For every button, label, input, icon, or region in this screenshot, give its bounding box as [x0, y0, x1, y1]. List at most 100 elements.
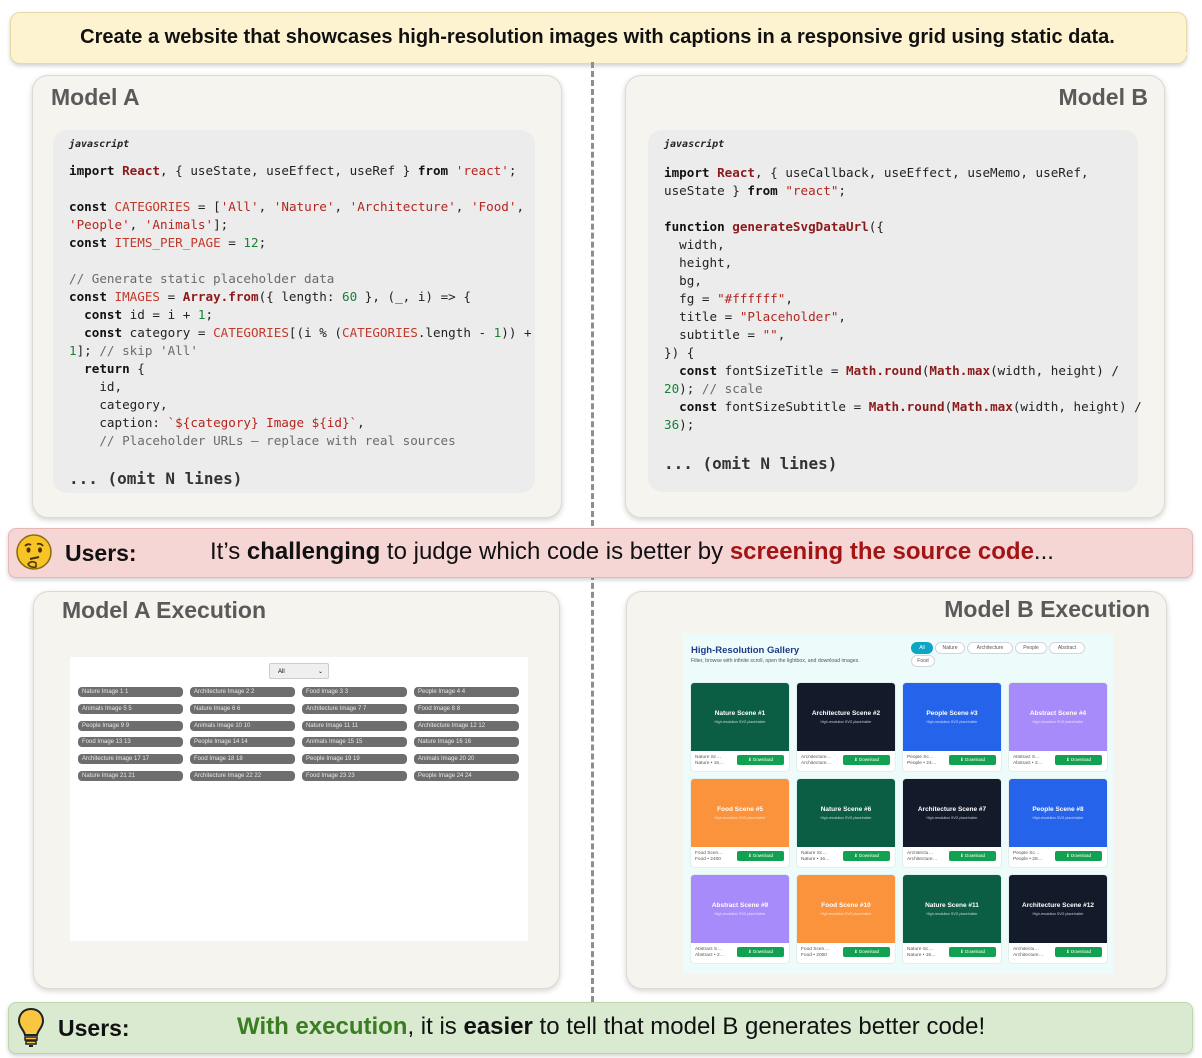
gallery-card[interactable]: Architecture Scene #2 High-resolution SVG…: [797, 683, 895, 771]
model-b-panel: Model B javascript import React, { useCa…: [625, 75, 1165, 518]
image-list-item: Animals Image 5 5: [78, 703, 183, 714]
code-language-label: javascript: [69, 139, 130, 150]
category-select[interactable]: All⌄: [269, 663, 329, 679]
card-caption-title: Abstract S…: [1013, 755, 1040, 760]
filter-chip[interactable]: Architecture: [967, 642, 1013, 654]
filter-chip[interactable]: People: [1015, 642, 1047, 654]
card-image-subtitle: High-resolution SVG placeholder: [714, 816, 766, 820]
card-image-subtitle: High-resolution SVG placeholder: [926, 912, 978, 916]
card-caption-meta: Food • 2400: [695, 857, 721, 862]
card-image-subtitle: High-resolution SVG placeholder: [1032, 816, 1084, 820]
download-button[interactable]: ⬇ Download: [737, 851, 784, 861]
card-caption: Abstract S…Abstract • 2…: [1013, 755, 1053, 767]
filter-chip[interactable]: Abstract: [1049, 642, 1085, 654]
gallery-card[interactable]: Nature Scene #1 High-resolution SVG place…: [691, 683, 789, 771]
download-button[interactable]: ⬇ Download: [737, 755, 784, 765]
card-caption-meta: People • 24…: [907, 761, 937, 766]
image-list-item: People Image 14 14: [190, 737, 295, 748]
card-image-subtitle: High-resolution SVG placeholder: [926, 816, 978, 820]
download-button[interactable]: ⬇ Download: [1055, 851, 1102, 861]
card-image[interactable]: Architecture Scene #7 High-resolution SVG…: [903, 779, 1001, 847]
execution-banner: [8, 1002, 1193, 1054]
card-image-title: Abstract Scene #4: [1029, 710, 1087, 717]
challenge-text: It’s challenging to judge which code is …: [210, 538, 1054, 565]
filter-chip[interactable]: Nature: [935, 642, 965, 654]
card-caption: Architecture…Architecture…: [801, 755, 841, 767]
image-list-item: Architecture Image 12 12: [414, 720, 519, 731]
card-image-title: Architecture Scene #7: [917, 806, 987, 813]
card-image[interactable]: Abstract Scene #4 High-resolution SVG pla…: [1009, 683, 1107, 751]
card-image-subtitle: High-resolution SVG placeholder: [1032, 720, 1084, 724]
card-image-title: Nature Scene #1: [714, 710, 766, 717]
filter-chip[interactable]: Food: [911, 655, 935, 667]
image-list-item: Animals Image 15 15: [302, 737, 407, 748]
gallery-card[interactable]: Nature Scene #6 High-resolution SVG place…: [797, 779, 895, 867]
download-button[interactable]: ⬇ Download: [843, 755, 890, 765]
card-image[interactable]: Nature Scene #1 High-resolution SVG place…: [691, 683, 789, 751]
gallery-card[interactable]: Abstract Scene #4 High-resolution SVG pla…: [1009, 683, 1107, 771]
download-button[interactable]: ⬇ Download: [1055, 947, 1102, 957]
card-caption-meta: Architecture…: [907, 857, 938, 862]
card-image-subtitle: High-resolution SVG placeholder: [714, 912, 766, 916]
download-button[interactable]: ⬇ Download: [949, 755, 996, 765]
card-caption: Abstract S…Abstract • 2…: [695, 947, 735, 959]
card-caption-meta: Nature • 16…: [907, 953, 936, 958]
model-b-title: Model B: [1058, 84, 1148, 110]
filter-chip[interactable]: All: [911, 642, 933, 654]
card-caption-title: Abstract S…: [695, 947, 722, 952]
download-button[interactable]: ⬇ Download: [843, 851, 890, 861]
image-list-item: Food Image 23 23: [302, 771, 407, 781]
download-button[interactable]: ⬇ Download: [737, 947, 784, 957]
model-a-code: import React, { useState, useEffect, use…: [69, 163, 532, 448]
download-button[interactable]: ⬇ Download: [949, 947, 996, 957]
image-list-item: Food Image 3 3: [302, 687, 407, 697]
prompt-bubble: [10, 12, 1187, 64]
challenge-banner: [8, 528, 1193, 578]
card-caption: People Sc…People • 24…: [907, 755, 947, 767]
card-image-subtitle: High-resolution SVG placeholder: [820, 816, 872, 820]
image-list-item: Architecture Image 7 7: [302, 703, 407, 714]
image-list-item: Food Image 13 13: [78, 737, 183, 748]
image-list-item: People Image 24 24: [414, 771, 519, 781]
execution-text: With execution, it is easier to tell tha…: [237, 1013, 986, 1040]
card-caption: Nature Sc…Nature • 16…: [907, 947, 947, 959]
card-image-subtitle: High-resolution SVG placeholder: [714, 720, 766, 724]
model-b-render: High-Resolution Gallery Filter, browse w…: [683, 633, 1113, 974]
card-caption-meta: Architecture…: [1013, 953, 1044, 958]
card-image-title: People Scene #3: [926, 710, 978, 717]
card-image-subtitle: High-resolution SVG placeholder: [820, 720, 872, 724]
download-button[interactable]: ⬇ Download: [843, 947, 890, 957]
image-list-item: Nature Image 11 11: [302, 720, 407, 731]
image-list-item: People Image 9 9: [78, 720, 183, 731]
card-caption: Nature Sc…Nature • 16…: [801, 851, 841, 863]
gallery-card[interactable]: Architecture Scene #7 High-resolution SVG…: [903, 779, 1001, 867]
image-list-item: Food Image 8 8: [414, 703, 519, 714]
model-b-execution-title: Model B Execution: [944, 596, 1150, 622]
card-image-title: Architecture Scene #2: [811, 710, 881, 717]
card-caption-title: Nature Sc…: [907, 947, 934, 952]
download-button[interactable]: ⬇ Download: [1055, 755, 1102, 765]
model-a-panel: Model A javascript import React, { useSt…: [32, 75, 562, 518]
card-caption-title: Nature Sc…: [801, 851, 828, 856]
card-image-title: Nature Scene #6: [820, 806, 872, 813]
card-image[interactable]: Nature Scene #6 High-resolution SVG place…: [797, 779, 895, 847]
model-b-code-block: javascript import React, { useCallback, …: [648, 130, 1142, 492]
prompt-bubble-tail: [1175, 44, 1189, 62]
card-caption: Architectu…Architecture…: [907, 851, 947, 863]
download-button[interactable]: ⬇ Download: [949, 851, 996, 861]
card-image[interactable]: Architecture Scene #2 High-resolution SVG…: [797, 683, 895, 751]
